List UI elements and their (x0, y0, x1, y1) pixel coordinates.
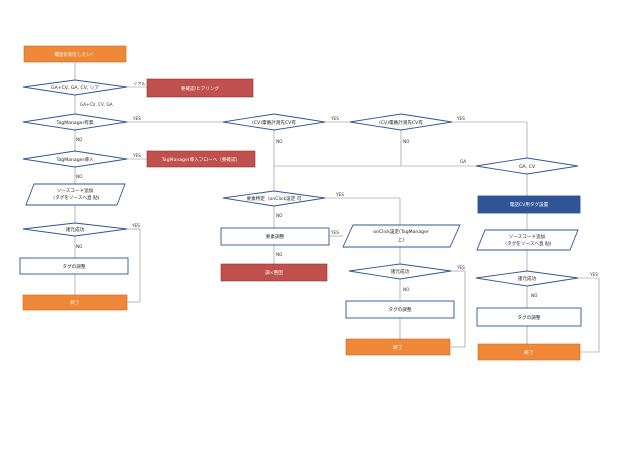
node-code-add-2: ソースコード追加 （タグをソースへ直 貼) (476, 229, 579, 251)
node-hearing-label: 要確認/ヒアリング (181, 85, 220, 92)
decision-success-3-label: 諸元成功 (518, 275, 537, 282)
node-code-add-2-line1: ソースコード追加 (509, 233, 546, 240)
connectors (74, 62, 600, 353)
edge-label-ga: GA (460, 159, 466, 164)
decision-tm-install: TagManager導入 (22, 150, 128, 168)
node-code-add-2-line2: （タグをソースへ直 貼) (503, 240, 552, 247)
node-code-add-1: ソースコード追加 （タグをソースへ直 貼) (25, 183, 126, 206)
node-end-1-label: 終了 (70, 299, 80, 306)
node-end-3-label: 終了 (524, 349, 534, 356)
edge-label-yes: YES (456, 265, 465, 270)
decision-success-2: 諸元成功 (348, 263, 452, 280)
edge-label-no: NO (276, 252, 283, 257)
node-onclick-setup: onClick設定(TagManager 上) (342, 224, 461, 248)
decision-success-2-label: 諸元成功 (391, 268, 410, 275)
node-code-add-1-line2: （タグをソースへ直 貼) (51, 194, 100, 201)
edge-label-no: NO (531, 293, 538, 298)
node-code-add-1-line1: ソースコード追加 (57, 187, 94, 194)
edge-label-ga-cv: GA+CV, CV, GA (80, 102, 113, 107)
decision-tm-exists: TagManager有無 (22, 113, 128, 131)
node-tag-adjust-3-label: タグの調整 (518, 314, 541, 321)
node-impossible-label: 調×整困 (265, 269, 283, 276)
node-phone-tag-label: 電話CV用タグ設置 (510, 201, 549, 208)
node-end-2: 終了 (345, 338, 451, 356)
edge-label-no: NO (76, 244, 83, 249)
node-end-1: 終了 (22, 294, 128, 311)
node-tm-flow: TagManager導入フローへ（要確認） (146, 150, 256, 168)
edge-labels: リアル GA+CV, CV, GA YES NO YES NO YES NO Y… (76, 81, 598, 298)
decision-ga-cv: GA, CV (475, 157, 579, 175)
node-tag-adjust-3: タグの調整 (476, 307, 582, 327)
decision-cv-tel: (CV)電番計測先CV有 (349, 113, 453, 131)
edge-label-yes: YES (132, 116, 141, 121)
node-end-3: 終了 (477, 343, 581, 361)
node-tag-adjust-1-label: タグの調整 (63, 263, 86, 270)
decision-success-1-label: 諸元成功 (66, 226, 85, 233)
node-start: 電話計測をしたい！ (23, 45, 127, 63)
decision-tool: GA+CV, GA, CV, リア (22, 79, 128, 96)
edge-label-no: NO (276, 139, 283, 144)
decision-success-1: 諸元成功 (22, 222, 128, 237)
edge-label-yes: YES (335, 192, 344, 197)
edge-label-no: NO (403, 139, 410, 144)
edge-label-no: NO (403, 287, 410, 292)
node-onclick-setup-line2: 上) (398, 236, 405, 243)
edge-label-real: リアル (133, 81, 146, 87)
node-start-label: 電話計測をしたい！ (54, 51, 95, 58)
node-elem-adjust: 要素調整 (220, 227, 330, 246)
decision-tm-exists-label: TagManager有無 (55, 119, 94, 126)
node-tm-flow-label: TagManager導入フローへ（要確認） (161, 156, 240, 163)
edge-label-yes: YES (330, 116, 339, 121)
decision-onclick-label: 要素特定（onClick設定 可 (247, 195, 302, 202)
edge-label-yes: YES (132, 153, 141, 158)
node-phone-tag: 電話CV用タグ設置 (477, 195, 581, 214)
node-hearing: 要確認/ヒアリング (146, 78, 254, 98)
decision-cv-domain-label: (CV)電番計測先CV有 (252, 119, 296, 126)
node-tag-adjust-2: タグの調整 (345, 300, 455, 319)
edge-label-no: NO (76, 137, 83, 142)
edge-label-yes: YES (330, 230, 339, 235)
decision-tm-install-label: TagManager導入 (55, 156, 94, 163)
node-onclick-setup-line1: onClick設定(TagManager (373, 228, 429, 235)
node-elem-adjust-label: 要素調整 (266, 233, 285, 240)
edge-label-yes: YES (131, 223, 140, 228)
edge-label-no: NO (76, 174, 83, 179)
decision-ga-cv-label: GA, CV (519, 164, 536, 170)
edge-label-yes: YES (589, 272, 598, 277)
node-end-2-label: 終了 (393, 344, 403, 351)
decision-success-3: 諸元成功 (475, 270, 579, 287)
decision-onclick: 要素特定（onClick設定 可 (222, 190, 326, 207)
edge-label-yes: YES (456, 116, 465, 121)
node-tag-adjust-1: タグの調整 (19, 257, 129, 275)
decision-tool-label: GA+CV, GA, CV, リア (51, 85, 99, 91)
edge-label-no: NO (276, 213, 283, 218)
node-tag-adjust-2-label: タグの調整 (389, 306, 412, 313)
node-impossible: 調×整困 (220, 263, 328, 282)
decision-cv-domain: (CV)電番計測先CV有 (222, 113, 326, 131)
decision-cv-tel-label: (CV)電番計測先CV有 (379, 119, 423, 126)
